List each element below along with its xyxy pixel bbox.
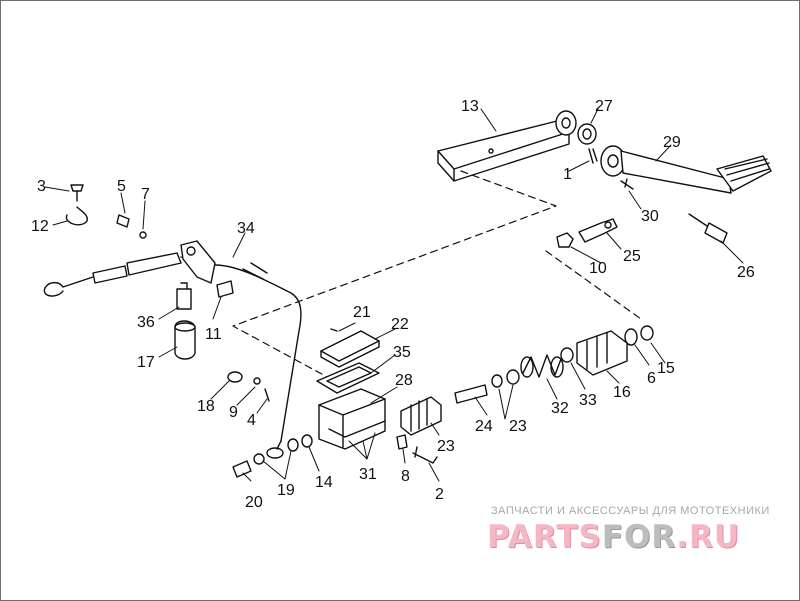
banjo-bolt bbox=[232, 460, 252, 478]
label-20: 20 bbox=[245, 494, 263, 511]
dust-boot bbox=[576, 330, 628, 376]
piston-33 bbox=[560, 347, 574, 363]
pushrod bbox=[454, 384, 488, 404]
label-21: 21 bbox=[353, 304, 371, 321]
washer-9 bbox=[253, 377, 261, 385]
label-32: 32 bbox=[551, 400, 569, 417]
label-30: 30 bbox=[641, 208, 659, 225]
label-6: 6 bbox=[647, 370, 656, 387]
label-13: 13 bbox=[461, 98, 479, 115]
ring-15 bbox=[640, 325, 654, 341]
label-1: 1 bbox=[563, 166, 572, 183]
watermark-logo-c: .RU bbox=[676, 519, 741, 555]
pedal-bushing bbox=[577, 123, 597, 145]
watermark-caption: ЗАПЧАСТИ И АКСЕССУАРЫ ДЛЯ МОТОТЕХНИКИ bbox=[491, 505, 770, 517]
return-spring bbox=[520, 354, 564, 378]
watermark-logo-b: FOR bbox=[601, 519, 677, 555]
clip-11 bbox=[216, 280, 234, 298]
washer-6 bbox=[624, 328, 638, 346]
retainer-23b bbox=[506, 369, 520, 385]
label-18: 18 bbox=[197, 398, 215, 415]
clamp-18 bbox=[227, 371, 243, 383]
label-8: 8 bbox=[401, 468, 410, 485]
washer-19b bbox=[287, 438, 299, 452]
retainer-23a bbox=[491, 374, 503, 388]
label-36: 36 bbox=[137, 314, 155, 331]
label-16: 16 bbox=[613, 384, 631, 401]
mounting-bracket bbox=[180, 240, 216, 284]
label-2: 2 bbox=[435, 486, 444, 503]
washer-19a bbox=[253, 453, 265, 465]
label-26: 26 bbox=[737, 264, 755, 281]
label-25: 25 bbox=[623, 248, 641, 265]
piston-boot bbox=[400, 396, 442, 436]
leader-lines bbox=[44, 108, 744, 482]
label-11: 11 bbox=[205, 326, 222, 343]
bolt-8 bbox=[396, 434, 408, 450]
cotter-pin bbox=[588, 148, 598, 164]
label-5: 5 bbox=[117, 178, 126, 195]
brake-line bbox=[43, 252, 302, 459]
master-cylinder-body bbox=[318, 388, 386, 450]
label-23b: 23 bbox=[509, 418, 527, 435]
bolt-5 bbox=[116, 214, 130, 228]
label-12: 12 bbox=[31, 218, 49, 235]
hose-clamp bbox=[65, 184, 89, 226]
reservoir-cover bbox=[320, 330, 380, 368]
switch-boot bbox=[174, 320, 196, 360]
label-22: 22 bbox=[391, 316, 409, 333]
label-27: 27 bbox=[595, 98, 613, 115]
label-31: 31 bbox=[359, 466, 377, 483]
label-23a: 23 bbox=[437, 438, 455, 455]
label-15: 15 bbox=[657, 360, 675, 377]
label-33: 33 bbox=[579, 392, 597, 409]
label-19: 19 bbox=[277, 482, 295, 499]
stoplight-switch bbox=[176, 282, 192, 310]
label-7: 7 bbox=[141, 186, 150, 203]
part-labels: 13 27 29 1 30 25 10 26 3 12 5 7 34 36 11… bbox=[31, 98, 755, 511]
brake-pedal-arm bbox=[437, 110, 577, 182]
pivot-bolt bbox=[620, 178, 634, 190]
screw-4 bbox=[264, 388, 270, 402]
clevis bbox=[578, 218, 618, 243]
washer-7 bbox=[139, 231, 147, 239]
foot-lever bbox=[600, 145, 772, 194]
label-34: 34 bbox=[237, 220, 255, 237]
jam-nut bbox=[556, 232, 574, 248]
label-3: 3 bbox=[37, 178, 46, 195]
label-9: 9 bbox=[229, 404, 238, 421]
label-4: 4 bbox=[247, 412, 256, 429]
watermark-logo-a: PARTS bbox=[487, 519, 602, 555]
label-28: 28 bbox=[395, 372, 413, 389]
alignment-lines bbox=[232, 170, 642, 380]
label-35: 35 bbox=[393, 344, 411, 361]
label-10: 10 bbox=[589, 260, 607, 277]
watermark-logo: PARTSFOR.RU bbox=[487, 519, 740, 555]
cover-gasket bbox=[316, 362, 380, 394]
cover-screw bbox=[330, 328, 338, 332]
washer-14 bbox=[301, 434, 313, 448]
label-14: 14 bbox=[315, 474, 333, 491]
label-17: 17 bbox=[137, 354, 155, 371]
label-29: 29 bbox=[663, 134, 681, 151]
adjuster-rod bbox=[688, 213, 728, 244]
screw-2 bbox=[412, 446, 438, 464]
label-24: 24 bbox=[475, 418, 493, 435]
